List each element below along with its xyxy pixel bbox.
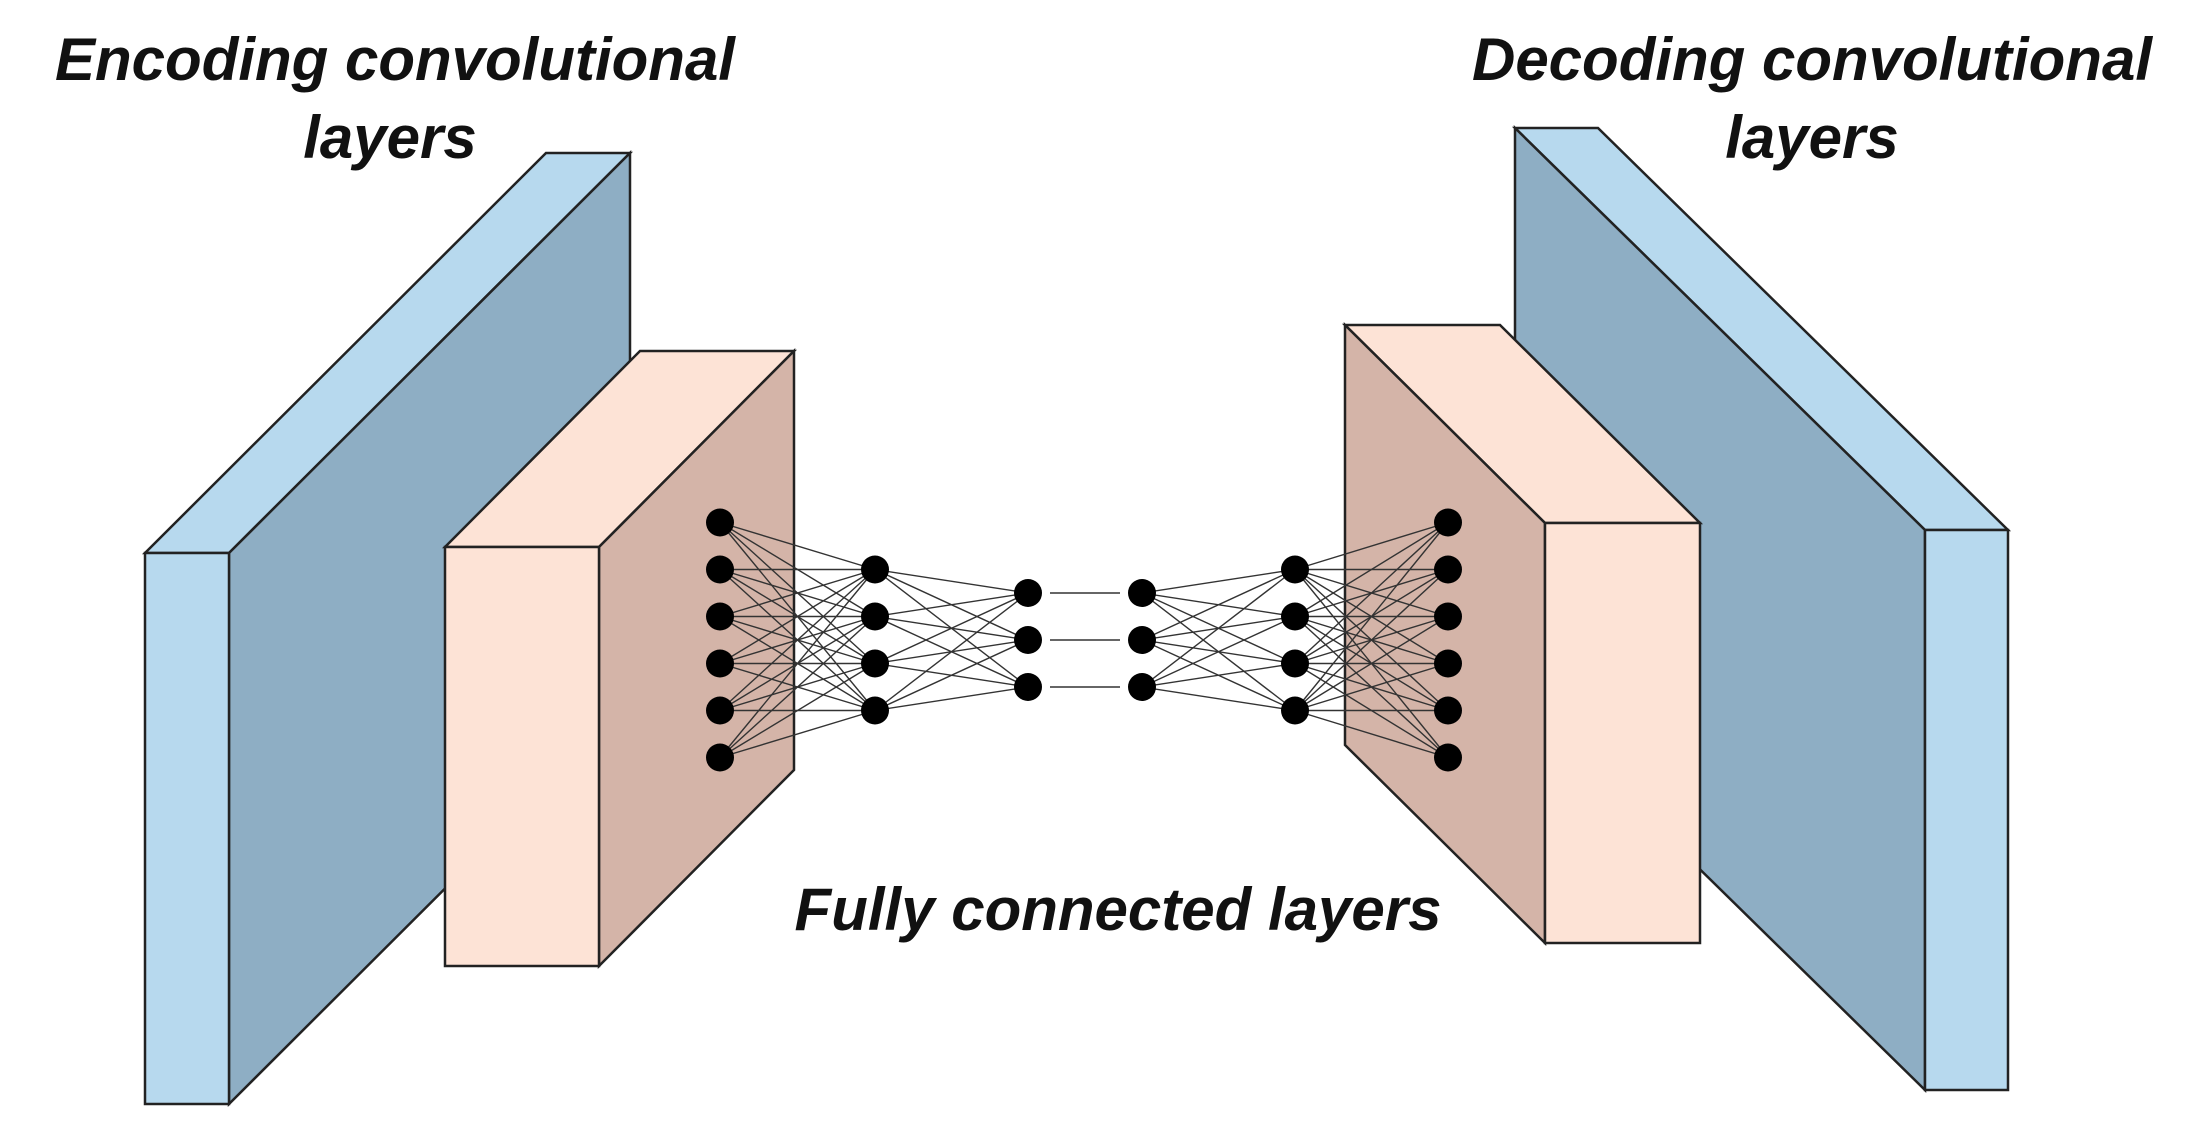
network-node	[706, 743, 734, 772]
network-node	[1434, 743, 1462, 772]
network-node	[1014, 626, 1042, 654]
connection-edge	[1294, 521, 1449, 665]
encoding-blue-block-front	[143, 551, 231, 1106]
connection-edge	[719, 568, 876, 712]
network-node	[1128, 673, 1156, 701]
connection-edge	[1294, 662, 1449, 712]
network-node	[1434, 508, 1462, 537]
connection-edge	[1294, 709, 1449, 759]
connection-edge	[1141, 568, 1296, 641]
network-node	[1281, 602, 1309, 631]
network-node	[1014, 673, 1042, 701]
connection-edge	[874, 639, 1029, 712]
decoding-label-line2: layers	[1725, 104, 1899, 171]
connection-edge	[719, 662, 876, 759]
connection-edge	[874, 592, 1029, 618]
network-node	[1128, 579, 1156, 607]
network-node	[706, 696, 734, 725]
network-node	[1281, 555, 1309, 584]
connection-edge	[719, 615, 876, 759]
connection-edge	[1294, 568, 1449, 712]
decoding-blue-block-front	[1923, 528, 2010, 1092]
encoding-blue-block	[141, 149, 634, 1108]
connection-edge	[1141, 568, 1296, 688]
network-node	[1434, 649, 1462, 678]
network-node	[861, 602, 889, 631]
connection-edge	[874, 592, 1029, 665]
encoding-label-line2: layers	[303, 104, 477, 171]
connection-edge	[719, 569, 876, 758]
connection-edge	[874, 568, 1029, 594]
fully-connected-edges	[719, 521, 1449, 759]
connection-edge	[719, 709, 876, 759]
connection-edge	[1141, 615, 1296, 688]
encoding-label-line1: Encoding convolutional	[55, 26, 736, 93]
connection-edge	[1141, 568, 1296, 594]
network-node	[1014, 579, 1042, 607]
connection-edge	[874, 592, 1029, 712]
decoding-peach-block-front	[1543, 521, 1702, 945]
encoding-peach-block	[441, 347, 798, 970]
fully-connected-nodes	[706, 508, 1462, 772]
connection-edge	[719, 568, 876, 618]
fully-connected-label: Fully connected layers	[795, 876, 1442, 943]
network-node	[706, 555, 734, 584]
connection-edge	[719, 568, 876, 665]
decoding-label-line1: Decoding convolutional	[1472, 26, 2153, 93]
network-node	[1281, 696, 1309, 725]
connection-edge	[1294, 522, 1449, 711]
network-node	[1281, 649, 1309, 678]
network-node	[861, 555, 889, 584]
network-node	[1434, 696, 1462, 725]
network-node	[861, 649, 889, 678]
connection-edge	[1141, 662, 1296, 688]
network-node	[1434, 602, 1462, 631]
network-node	[706, 508, 734, 537]
network-node	[1128, 626, 1156, 654]
connection-edge	[1141, 686, 1296, 712]
network-node	[706, 649, 734, 678]
network-node	[706, 602, 734, 631]
connection-edge	[874, 686, 1029, 712]
encoding-peach-block-front	[443, 545, 601, 968]
connection-edge	[719, 521, 876, 571]
network-node	[861, 696, 889, 725]
connection-edge	[1294, 521, 1449, 571]
decoding-peach-block	[1341, 322, 1704, 946]
decoding-blue-block	[1511, 125, 2012, 1093]
connection-edge	[1294, 521, 1449, 618]
connection-edge	[1294, 615, 1449, 712]
network-node	[1434, 555, 1462, 584]
